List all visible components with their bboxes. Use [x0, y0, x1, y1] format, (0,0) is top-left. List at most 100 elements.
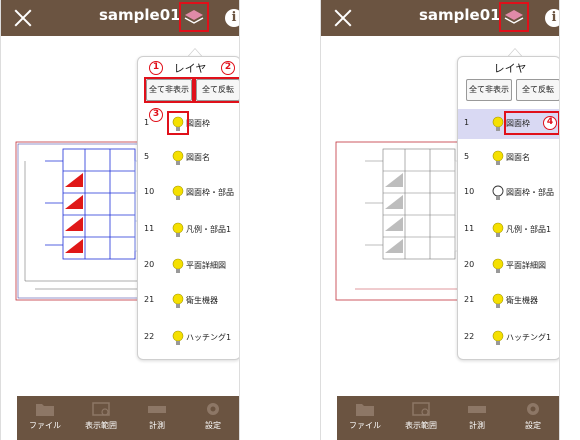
- layer-name: ハッチング1: [506, 333, 552, 342]
- layer-number: 11: [144, 224, 155, 233]
- toolbar-settings-label: 設定: [205, 421, 221, 430]
- bulb-off-icon[interactable]: [491, 185, 505, 201]
- toolbar-file-label: ファイル: [29, 421, 61, 430]
- layer-name: 図面名: [506, 153, 530, 162]
- phone-before: sample01 i: [0, 0, 240, 440]
- info-button[interactable]: i: [545, 9, 559, 27]
- layer-name: 衛生機器: [186, 296, 218, 305]
- bulb-on-icon[interactable]: [171, 185, 185, 201]
- layer-name: 図面名: [186, 153, 210, 162]
- marker-3: 3: [149, 108, 163, 122]
- ruler-icon: [148, 406, 166, 413]
- toolbar-file[interactable]: ファイル: [337, 400, 393, 431]
- layer-name: 平面詳細図: [186, 261, 226, 270]
- drawing-title: sample01: [99, 6, 181, 24]
- top-bar: sample01 i: [321, 0, 559, 36]
- layer-row[interactable]: 20 平面詳細図: [138, 251, 239, 281]
- bulb-on-icon[interactable]: [171, 330, 185, 346]
- panel-pointer: [187, 48, 203, 57]
- layer-number: 11: [464, 224, 475, 233]
- layer-number: 5: [464, 152, 470, 161]
- layer-row[interactable]: 22 ハッチング1: [458, 323, 559, 353]
- layer-row[interactable]: 20 平面詳細図: [458, 251, 559, 281]
- layer-name: 図面枠・部品: [506, 188, 554, 197]
- layer-row[interactable]: 5 図面名: [458, 143, 559, 173]
- folder-icon: [36, 404, 54, 416]
- bulb-on-icon[interactable]: [491, 150, 505, 166]
- layer-number: 21: [464, 295, 475, 304]
- layer-name: 平面詳細図: [506, 261, 546, 270]
- bulb-on-icon[interactable]: [491, 222, 505, 238]
- layer-number: 10: [144, 187, 155, 196]
- close-button[interactable]: [13, 8, 33, 28]
- toolbar-measure[interactable]: 計測: [129, 400, 185, 431]
- bottom-toolbar: ファイル 表示範囲 計測 設定: [337, 396, 559, 440]
- bottom-toolbar: ファイル 表示範囲 計測 設定: [17, 396, 239, 440]
- layer-button[interactable]: [499, 2, 529, 32]
- toolbar-measure-label: 計測: [149, 421, 165, 430]
- layer-number: 20: [144, 260, 155, 269]
- marker-2: 2: [221, 61, 235, 75]
- layer-row[interactable]: 5 図面名: [138, 143, 239, 173]
- toolbar-view-range[interactable]: 表示範囲: [393, 400, 449, 431]
- toolbar-view-range[interactable]: 表示範囲: [73, 400, 129, 431]
- layer-panel: レイヤ 全て非表示 全て反転 1 図面枠 5 図面名 10 図面枠・部品 11: [457, 56, 559, 360]
- layer-row[interactable]: 1 図面枠: [138, 109, 239, 139]
- layer-number: 22: [144, 332, 155, 341]
- invert-all-button[interactable]: 全て反転: [196, 79, 239, 101]
- bulb-on-icon[interactable]: [491, 330, 505, 346]
- marker-4: 4: [543, 116, 557, 130]
- bulb-on-icon[interactable]: [491, 116, 505, 132]
- toolbar-settings-label: 設定: [525, 421, 541, 430]
- view-range-icon: [92, 402, 110, 416]
- layers-icon: [184, 10, 204, 24]
- layer-row[interactable]: 21 衛生機器: [138, 286, 239, 316]
- hide-all-button[interactable]: 全て非表示: [466, 79, 512, 101]
- toolbar-settings[interactable]: 設定: [185, 400, 239, 431]
- toolbar-view-range-label: 表示範囲: [405, 421, 437, 430]
- bulb-on-icon[interactable]: [171, 116, 185, 132]
- layer-row[interactable]: 10 図面枠・部品: [458, 178, 559, 208]
- toolbar-measure[interactable]: 計測: [449, 400, 505, 431]
- layer-row[interactable]: 22 ハッチング1: [138, 323, 239, 353]
- drawing-title: sample01: [419, 6, 501, 24]
- layer-button[interactable]: [179, 2, 209, 32]
- bulb-on-icon[interactable]: [171, 222, 185, 238]
- layer-row[interactable]: 10 図面枠・部品: [138, 178, 239, 208]
- layer-row[interactable]: 21 衛生機器: [458, 286, 559, 316]
- toolbar-file-label: ファイル: [349, 421, 381, 430]
- panel-pointer: [507, 48, 523, 57]
- toolbar-file[interactable]: ファイル: [17, 400, 73, 431]
- layer-number: 22: [464, 332, 475, 341]
- toolbar-settings[interactable]: 設定: [505, 400, 559, 431]
- layer-number: 5: [144, 152, 150, 161]
- layer-name-highlight: [504, 111, 559, 135]
- info-button[interactable]: i: [225, 9, 239, 27]
- layer-name: ハッチング1: [186, 333, 232, 342]
- hide-all-highlight: [144, 77, 194, 103]
- close-button[interactable]: [333, 8, 353, 28]
- bulb-on-icon[interactable]: [171, 293, 185, 309]
- bulb-on-icon[interactable]: [491, 258, 505, 274]
- toolbar-measure-label: 計測: [469, 421, 485, 430]
- layer-name: 凡例・部品1: [186, 225, 232, 234]
- bulb-highlight: [167, 111, 189, 135]
- layer-row[interactable]: 11 凡例・部品1: [138, 215, 239, 245]
- folder-icon: [356, 404, 374, 416]
- layer-number: 21: [144, 295, 155, 304]
- layer-number: 20: [464, 260, 475, 269]
- layer-panel: レイヤ 全て非表示 全て反転 1 図面枠 5 図面名 10 図面枠・部品: [137, 56, 239, 360]
- invert-all-button[interactable]: 全て反転: [516, 79, 559, 101]
- layer-row[interactable]: 11 凡例・部品1: [458, 215, 559, 245]
- bulb-on-icon[interactable]: [491, 293, 505, 309]
- phone-after: sample01 i: [320, 0, 560, 440]
- layer-name: 図面枠・部品: [186, 188, 234, 197]
- hide-all-button[interactable]: 全て非表示: [146, 79, 192, 101]
- invert-all-highlight: [194, 77, 239, 103]
- bulb-on-icon[interactable]: [171, 258, 185, 274]
- top-bar: sample01 i: [1, 0, 239, 36]
- gear-icon: [207, 403, 219, 415]
- bulb-on-icon[interactable]: [171, 150, 185, 166]
- layers-icon: [504, 10, 524, 24]
